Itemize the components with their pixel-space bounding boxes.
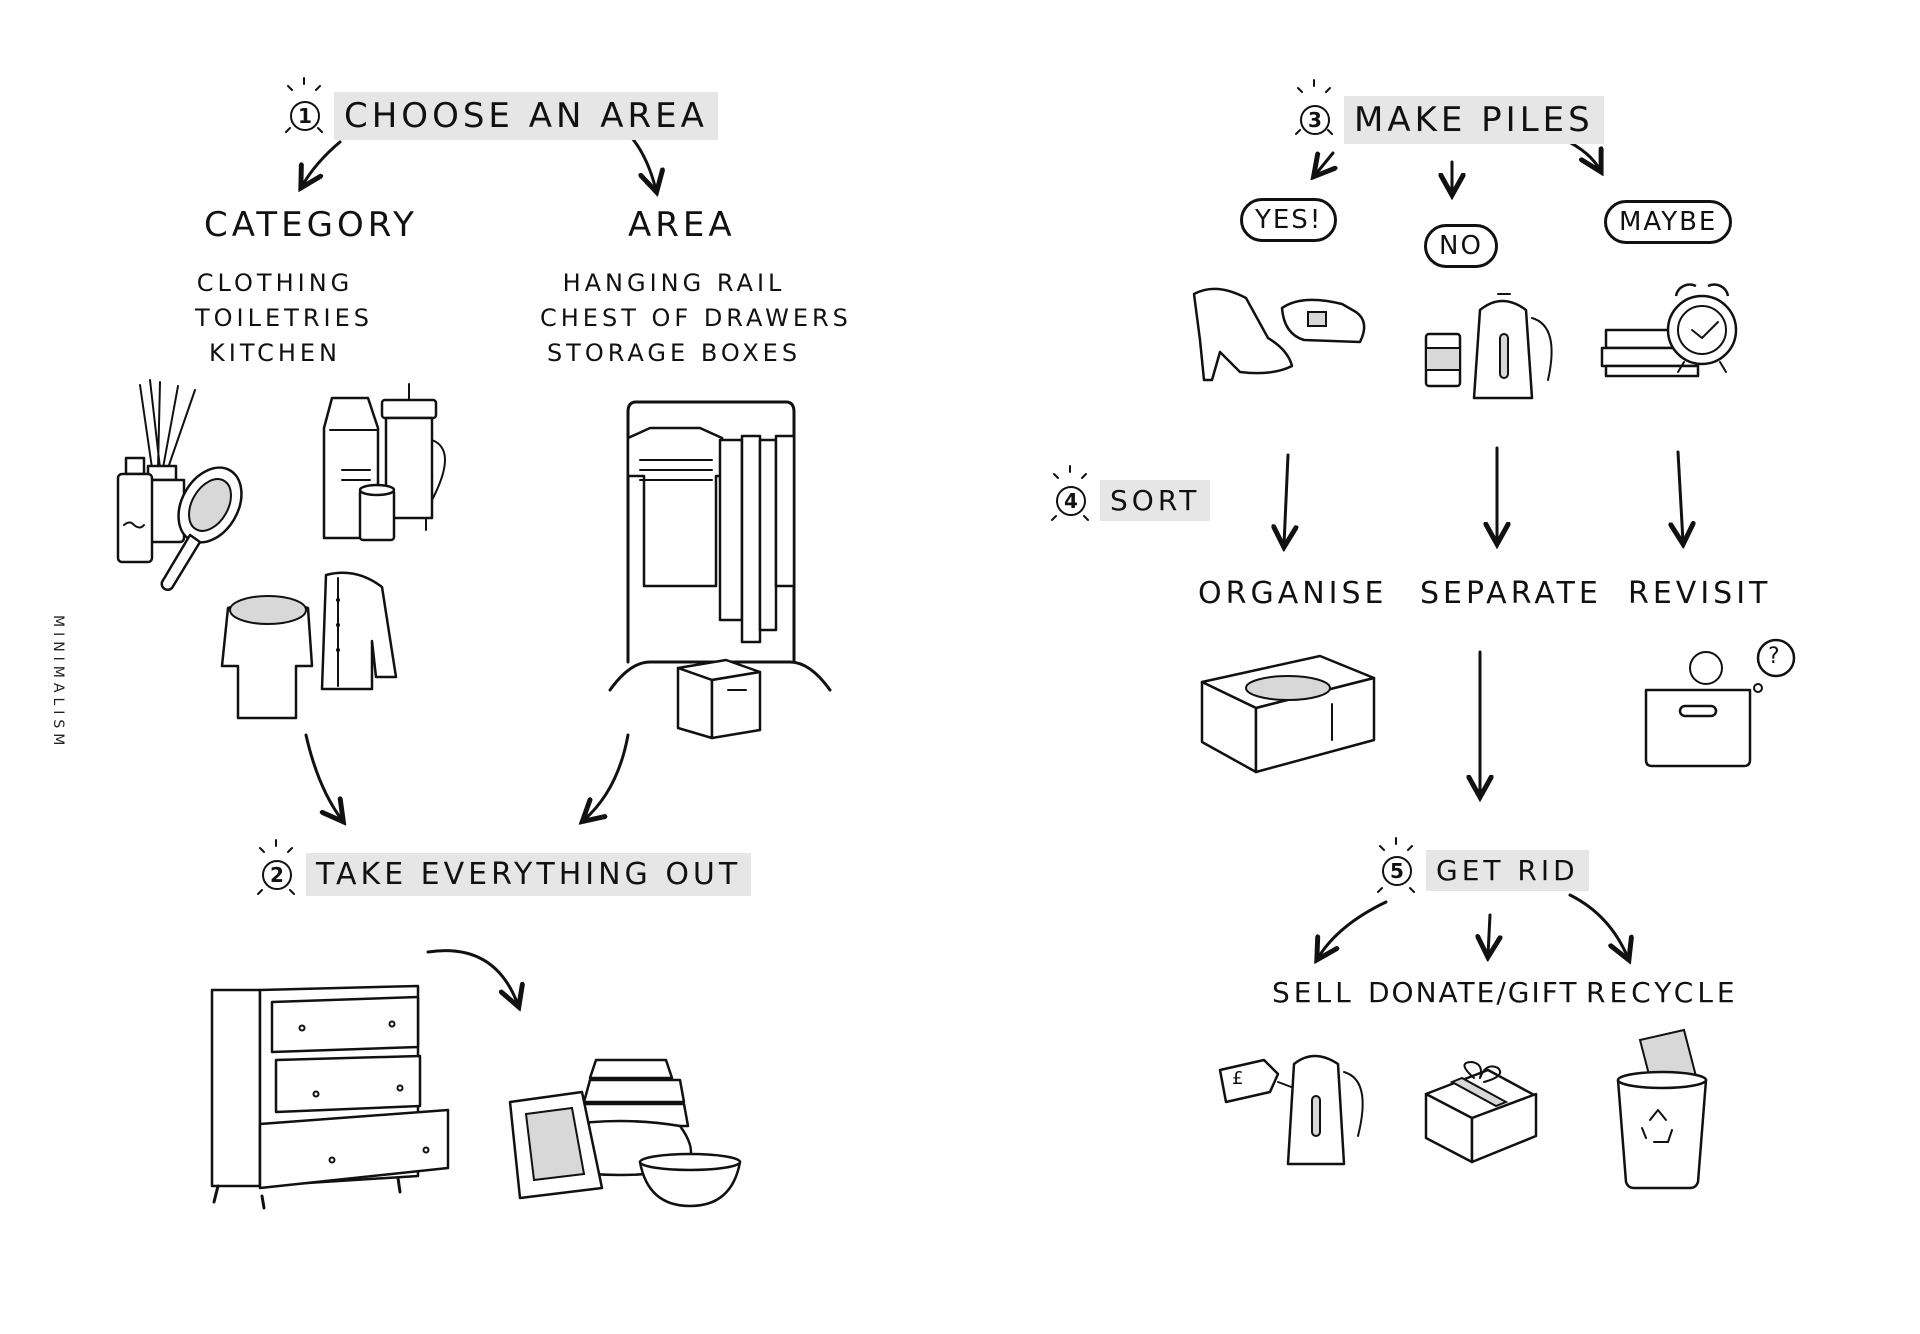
clothes-rail-icon (608, 400, 832, 692)
bag-icon (1644, 651, 1752, 768)
belt-icon (1280, 298, 1366, 344)
to-step2-arrows (304, 733, 630, 820)
getrid-arrows (1318, 893, 1628, 958)
step-3-make-piles: 3 Make piles (1300, 96, 1604, 144)
step-4-title: Sort (1100, 480, 1211, 521)
item-pile-icon (508, 1058, 742, 1208)
pile-no: No (1424, 224, 1498, 268)
step-5-number: 5 (1382, 855, 1412, 886)
heel-shoe-icon (1192, 287, 1294, 382)
option-donate-gift: Donate/Gift (1368, 976, 1579, 1009)
step-5-title: Get rid (1426, 850, 1589, 891)
sell-kettle (1286, 1054, 1364, 1166)
pile-yes: Yes! (1240, 198, 1338, 242)
chest-of-drawers-icon (210, 984, 450, 1210)
storage-box-icon (676, 658, 762, 740)
step-5-get-rid: 5 Get rid (1382, 850, 1589, 891)
cup-icon (358, 483, 396, 542)
area-heading: Area (628, 205, 736, 245)
step-2-take-everything-out: 2 Take everything out (262, 853, 752, 896)
outcome-separate: Separate (1420, 576, 1602, 611)
step-4-number: 4 (1056, 485, 1086, 516)
step-2-number: 2 (262, 859, 292, 890)
pile-arrows (1315, 138, 1600, 193)
step-3-number: 3 (1300, 105, 1330, 135)
take-out-arrow (426, 949, 518, 1005)
category-heading: Category (204, 205, 418, 245)
choose-arrows (302, 136, 656, 190)
outcome-organise: Organise (1198, 576, 1388, 611)
gift-icon (1424, 1061, 1538, 1164)
can-icon (1424, 332, 1462, 388)
sparkle-marks (257, 77, 1415, 895)
category-item: Toiletries (195, 304, 373, 332)
option-recycle: Recycle (1586, 976, 1739, 1009)
sort-arrows (1284, 446, 1683, 545)
step-1-title: Choose an area (334, 92, 718, 140)
area-item: Hanging rail (562, 269, 786, 297)
step-1-number: 1 (290, 101, 320, 131)
category-item: Kitchen (209, 339, 341, 367)
step-2-title: Take everything out (306, 853, 752, 896)
jumper-icon (220, 595, 314, 720)
step-4-sort: 4 Sort (1056, 480, 1211, 521)
organiser-box-icon (1200, 654, 1376, 774)
category-item: Clothing (196, 269, 354, 297)
outcome-revisit: Revisit (1628, 576, 1772, 611)
cardigan-icon (320, 571, 398, 691)
option-sell: Sell (1272, 976, 1355, 1009)
hairbrush-icon (160, 466, 243, 591)
area-item: Chest of drawers (540, 304, 852, 332)
step-1-choose-an-area: 1 Choose an area (290, 92, 718, 140)
thought-bubble (1753, 638, 1796, 693)
price-tag-pound-symbol: £ (1232, 1068, 1244, 1089)
area-list: Hanging rail Chest of drawers Storage bo… (540, 266, 852, 371)
category-list: Clothing Toiletries Kitchen (195, 266, 373, 371)
bottle-icon (116, 456, 154, 564)
revisit-question-mark: ? (1768, 644, 1780, 669)
recycle-bin-icon (1616, 1028, 1708, 1190)
price-tag-icon (1218, 1058, 1295, 1104)
step-3-title: Make piles (1344, 96, 1604, 144)
pile-maybe: Maybe (1604, 200, 1733, 244)
kettle-icon (1472, 293, 1553, 400)
side-label-minimalism: Minimalism (50, 615, 66, 751)
alarm-clock-icon (1666, 283, 1738, 373)
area-item: Storage boxes (546, 339, 802, 367)
